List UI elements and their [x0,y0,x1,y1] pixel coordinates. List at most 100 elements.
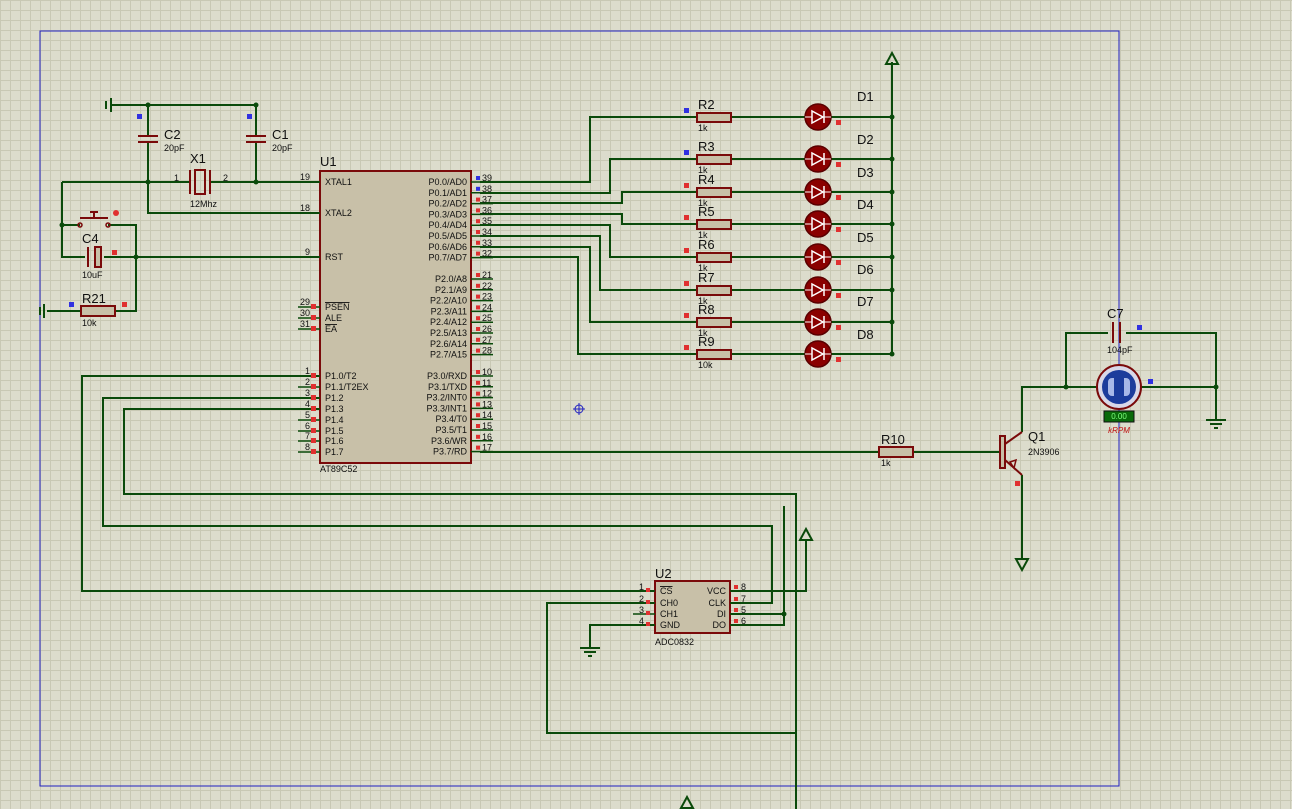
u1-pin-name: RST [325,252,344,262]
u2-pin-5: 5 DI [717,605,752,619]
power-symbols [39,50,1226,809]
capacitor-c4[interactable]: C4 10uF [82,231,103,280]
resistor-ref: R6 [698,237,715,252]
u1-pin-name: P1.2 [325,393,344,403]
u1-pin-name: XTAL2 [325,208,352,218]
u1-pin-name: P3.4/T0 [435,414,467,424]
capacitor-c1[interactable]: C1 20pF [246,127,293,153]
u1-pin-39: 39 P0.0/AD0 [428,173,493,187]
resistor-value: 1k [698,263,708,273]
led-ref: D2 [857,132,874,147]
pin-markers [69,114,252,307]
u1-pin-number: 39 [482,173,492,183]
reset-button[interactable] [77,210,119,228]
led-d3[interactable]: D3 [804,165,874,206]
u2-pin-name: DI [717,609,726,619]
u1-pin-number: 5 [305,410,310,420]
resistor-ref: R9 [698,334,715,349]
resistor-r6[interactable]: R6 1k [684,237,732,273]
resistor-value: 1k [698,198,708,208]
transistor-q1[interactable]: Q1 2N3906 [999,429,1060,486]
c2-value: 20pF [164,143,185,153]
u1-pin-number: 26 [482,324,492,334]
led-d5[interactable]: D5 [804,230,874,271]
led-ref: D7 [857,294,874,309]
crystal-x1[interactable]: X1 12Mhz 1 2 [174,151,228,209]
motor-unit: kRPM [1108,426,1130,435]
u2-pin-number: 5 [741,605,746,615]
led-d2[interactable]: D2 [804,132,874,173]
resistor-r9[interactable]: R9 10k [684,334,732,370]
u2-pin-number: 6 [741,616,746,626]
led-ref: D1 [857,89,874,104]
led-d8[interactable]: D8 [804,327,874,368]
u2-pin-number: 1 [639,582,644,592]
u1-pin-name: P2.2/A10 [430,296,467,306]
led-d6[interactable]: D6 [804,262,874,304]
led-ref: D4 [857,197,874,212]
u1-pin-number: 16 [482,432,492,442]
r10-value: 1k [881,458,891,468]
dc-motor[interactable]: 0.00 kRPM [1096,364,1153,435]
resistor-value: 1k [698,123,708,133]
u1-pin-name: P0.3/AD3 [428,209,467,219]
u2-pin-name: CH0 [660,598,678,608]
led-d1[interactable]: D1 [804,89,874,131]
u2-pin-name: VCC [707,586,727,596]
led-ref: D8 [857,327,874,342]
u1-pin-number: 6 [305,421,310,431]
led-d7[interactable]: D7 [804,294,874,336]
q1-ref: Q1 [1028,429,1045,444]
resistor-r21[interactable]: R21 10k [80,291,116,328]
resistor-r10[interactable]: R10 1k [878,432,914,468]
led-bank: R21kR31kR41kR51kR61kR71kR81kR910kD1D2D3D… [684,89,874,370]
u1-pin-name: P2.4/A12 [430,317,467,327]
u1-pin-number: 31 [300,319,310,329]
u1-pin-name: P0.7/AD7 [428,253,467,263]
u1-pin-name: P2.7/A15 [430,350,467,360]
u2-pin-6: 6 DO [713,616,752,630]
u1-pin-number: 13 [482,399,492,409]
u1-pin-number: 12 [482,389,492,399]
u1-pin-name: P0.0/AD0 [428,177,467,187]
u1-pin-name: P0.4/AD4 [428,220,467,230]
u1-pin-name: P0.6/AD6 [428,242,467,252]
u1-pin-number: 11 [482,378,491,388]
u1-pin-number: 29 [300,297,310,307]
led-d4[interactable]: D4 [804,197,874,238]
u1-pin-name: ALE [325,313,342,323]
resistor-value: 10k [698,360,713,370]
led-ref: D3 [857,165,874,180]
capacitor-c2[interactable]: C2 20pF [138,127,185,153]
u1-pin-number: 8 [305,442,310,452]
capacitor-c7[interactable]: C7 104pF [1107,306,1142,355]
u1-pin-number: 17 [482,443,492,453]
u2-pin-name: DO [713,620,727,630]
